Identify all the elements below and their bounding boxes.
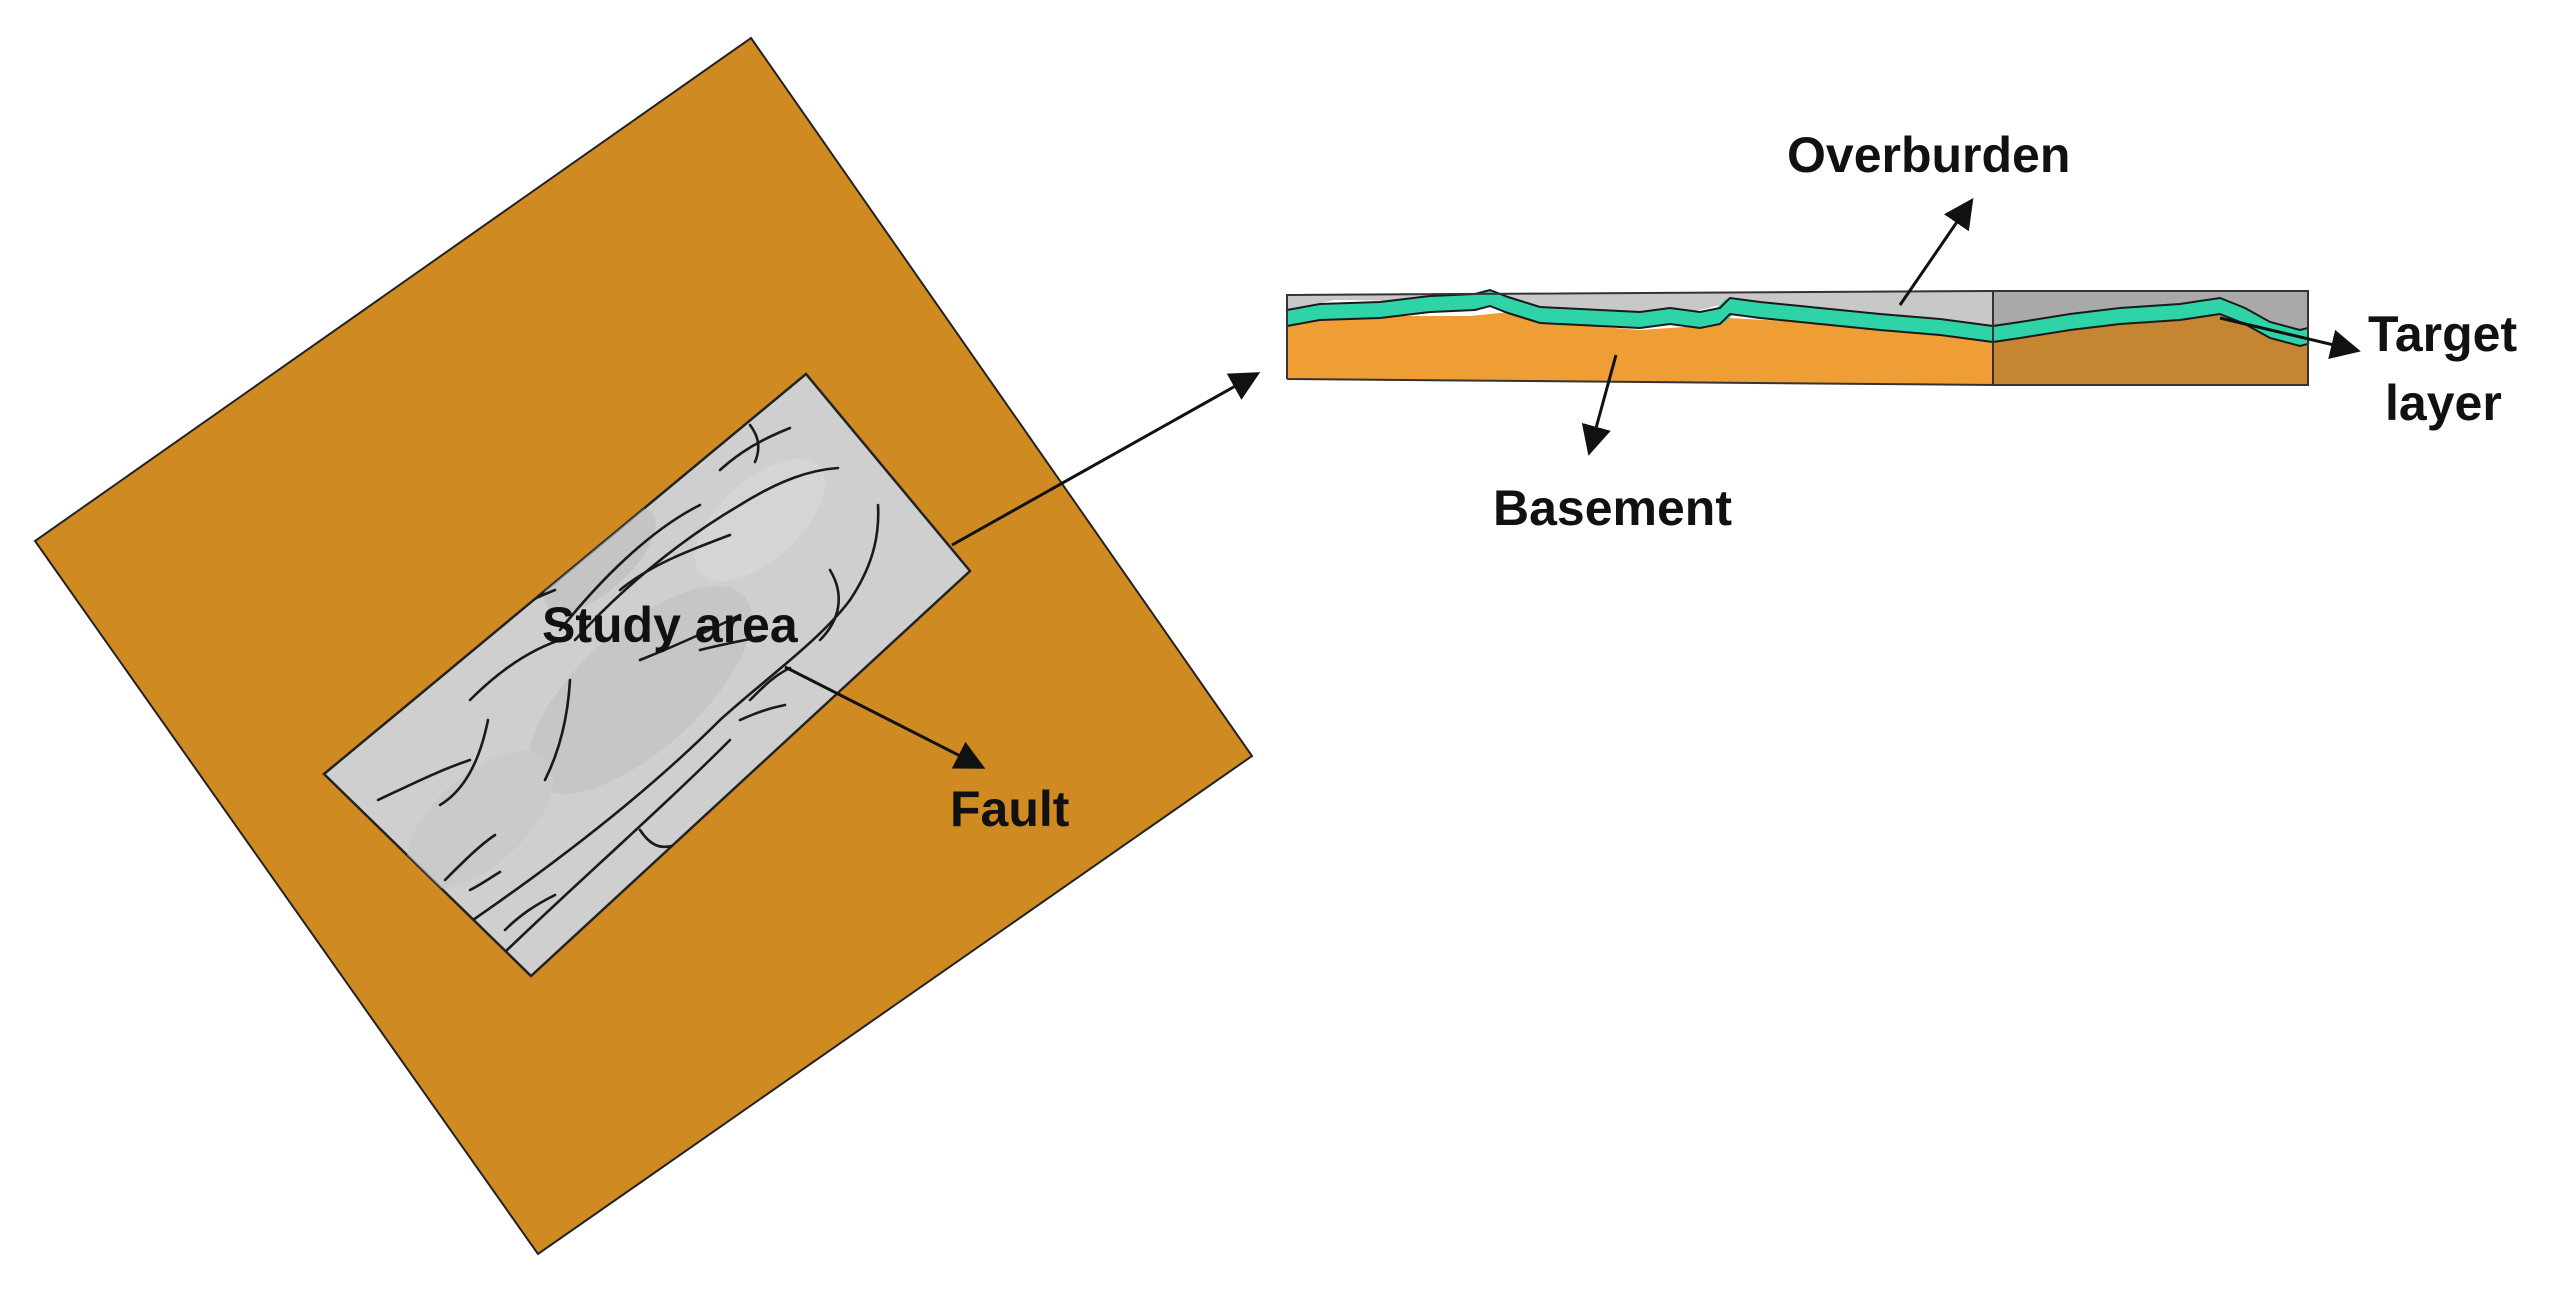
target-layer-label-line1: Target [2368, 306, 2517, 362]
fault-lines [376, 423, 880, 954]
cross-section-block [1285, 288, 2310, 386]
basement-arrow [1581, 354, 1618, 456]
fault-label: Fault [950, 781, 1070, 837]
target-layer-arrow [2219, 316, 2361, 360]
fault-arrow [784, 665, 986, 769]
annotation-arrows [784, 198, 2361, 769]
overburden-arrow [1898, 198, 1974, 306]
study-area-label: Study area [542, 597, 799, 653]
study-area-region [322, 372, 972, 978]
target-layer-front [1285, 290, 1995, 342]
basement-front [1287, 312, 1993, 385]
target-layer-label-line2: layer [2385, 375, 2502, 431]
basement-label: Basement [1493, 480, 1732, 536]
overburden-label: Overburden [1787, 127, 2070, 183]
study-to-section-arrow [951, 372, 1261, 547]
